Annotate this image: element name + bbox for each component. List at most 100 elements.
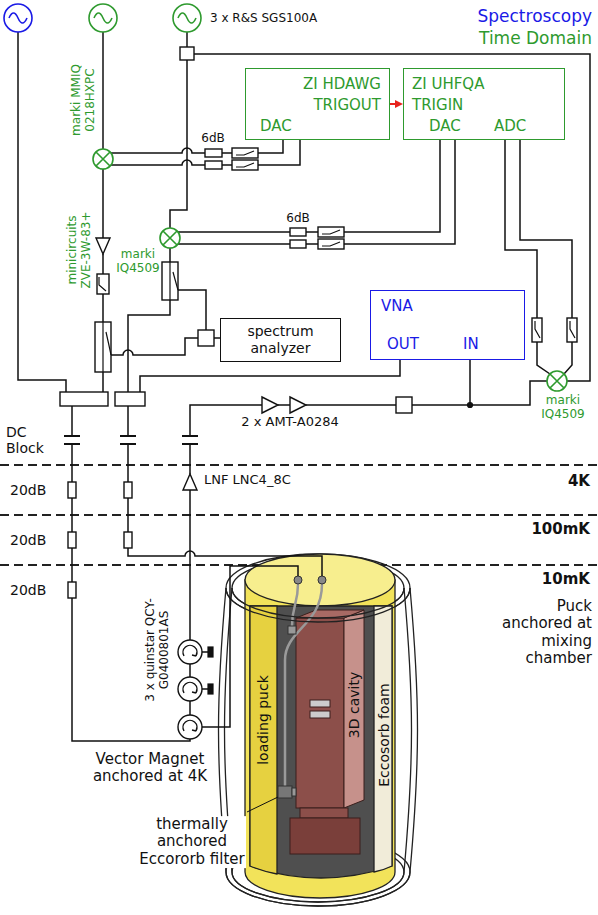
box-text: IN bbox=[463, 335, 479, 353]
rf-component bbox=[68, 532, 76, 548]
loading-puck bbox=[245, 580, 395, 898]
rf-component bbox=[396, 397, 412, 413]
connector bbox=[278, 576, 326, 798]
coax-cable bbox=[285, 584, 322, 786]
rf-component bbox=[124, 482, 132, 498]
rf-component bbox=[183, 474, 197, 490]
box-text: OUT bbox=[387, 335, 419, 353]
rf-component bbox=[262, 397, 278, 413]
component-detail bbox=[64, 436, 198, 444]
connector bbox=[278, 786, 292, 798]
box-text: VNA bbox=[381, 297, 413, 315]
signal-wire bbox=[140, 360, 400, 392]
cavity bbox=[296, 618, 344, 808]
component-detail bbox=[236, 151, 340, 246]
temperature-stage-divider bbox=[0, 465, 598, 565]
rf-component bbox=[290, 228, 306, 236]
signal-wire bbox=[128, 548, 322, 576]
signal-source bbox=[94, 13, 112, 23]
rotated-label: 3D cavity bbox=[346, 645, 362, 765]
box-text: ADC bbox=[494, 117, 526, 135]
signal-wire bbox=[178, 290, 206, 330]
coax-cable bbox=[292, 584, 298, 626]
box-text: ZI HDAWG bbox=[303, 75, 381, 93]
part-label: LNF LNC4_8C bbox=[204, 473, 304, 488]
signal-wire bbox=[127, 406, 129, 532]
part-label: Vector Magnet anchored at 4K bbox=[89, 751, 211, 786]
rf-component bbox=[60, 47, 577, 598]
part-label: 20dB bbox=[10, 482, 60, 498]
rf-component bbox=[60, 392, 108, 406]
box-text: ZI UHFQA bbox=[412, 75, 484, 93]
rf-component bbox=[96, 238, 110, 254]
trigger-connector bbox=[390, 100, 403, 108]
signal-source bbox=[9, 13, 27, 23]
part-label: 10mK bbox=[530, 571, 590, 588]
signal-wire bbox=[202, 566, 298, 727]
cavity bbox=[290, 818, 360, 854]
circulator bbox=[178, 640, 202, 664]
rf-component bbox=[124, 532, 132, 548]
rf-component bbox=[290, 240, 306, 248]
part-label: thermally anchored Eccororb filter bbox=[138, 816, 246, 868]
rf-component bbox=[205, 149, 222, 157]
rf-component bbox=[198, 330, 214, 346]
connector bbox=[318, 576, 326, 584]
part-label: 4K bbox=[530, 473, 590, 490]
temperature-stage-divider bbox=[0, 465, 598, 565]
magnet-coil-front bbox=[226, 588, 410, 906]
rf-component bbox=[68, 482, 76, 498]
leader-line bbox=[247, 797, 278, 812]
part-label: Puck anchored at mixing chamber bbox=[498, 598, 592, 667]
signal-source bbox=[4, 4, 32, 32]
part-label: DC Block bbox=[6, 424, 54, 456]
box-text: TRIGIN bbox=[412, 96, 463, 114]
rf-component bbox=[232, 148, 258, 158]
iq-mixer bbox=[547, 371, 567, 391]
part-label: 20dB bbox=[10, 532, 60, 548]
component-detail bbox=[208, 647, 213, 657]
magnet-coil-front bbox=[226, 588, 410, 906]
signal-wire bbox=[186, 32, 188, 47]
signal-source bbox=[173, 4, 201, 32]
signal-wire bbox=[111, 338, 198, 355]
cavity bbox=[290, 610, 364, 854]
part-label: 6dB bbox=[281, 212, 315, 226]
instrument-box: spectrum analyzer bbox=[220, 318, 341, 362]
box-text: DAC bbox=[260, 117, 292, 135]
magnet-coil bbox=[219, 554, 418, 906]
iq-mixer bbox=[93, 149, 113, 169]
circulator bbox=[178, 677, 202, 701]
component-detail bbox=[64, 151, 575, 694]
part-label: 100mK bbox=[530, 521, 590, 538]
iq-mixer bbox=[163, 231, 177, 245]
signal-wire bbox=[178, 140, 455, 244]
circulator bbox=[178, 715, 202, 739]
cavity bbox=[300, 808, 348, 818]
coax-cable bbox=[285, 584, 322, 786]
part-label: 3 x R&S SGS100A bbox=[210, 12, 334, 26]
signal-source bbox=[178, 13, 196, 23]
loading-puck bbox=[245, 554, 395, 898]
rotated-label: marki MMIQ 0218HXPC bbox=[70, 60, 98, 140]
rf-component bbox=[290, 397, 306, 413]
rf-component bbox=[115, 392, 145, 406]
signal-wire bbox=[520, 140, 572, 374]
iq-mixer bbox=[160, 228, 180, 248]
loading-puck bbox=[374, 606, 392, 872]
signal-source bbox=[89, 4, 117, 32]
signal-wire bbox=[194, 54, 590, 381]
connector bbox=[294, 576, 302, 584]
cavity bbox=[344, 610, 364, 808]
signal-wire bbox=[170, 60, 187, 228]
cavity bbox=[310, 700, 330, 707]
leader-line bbox=[247, 797, 278, 812]
arrow-head bbox=[395, 100, 403, 108]
iq-mixer bbox=[550, 374, 564, 388]
component-detail bbox=[468, 403, 473, 408]
rotated-label: Eccosorb foam bbox=[375, 660, 391, 810]
rf-component bbox=[205, 161, 222, 169]
signal-wire bbox=[18, 32, 66, 392]
signal-wire bbox=[190, 405, 396, 640]
